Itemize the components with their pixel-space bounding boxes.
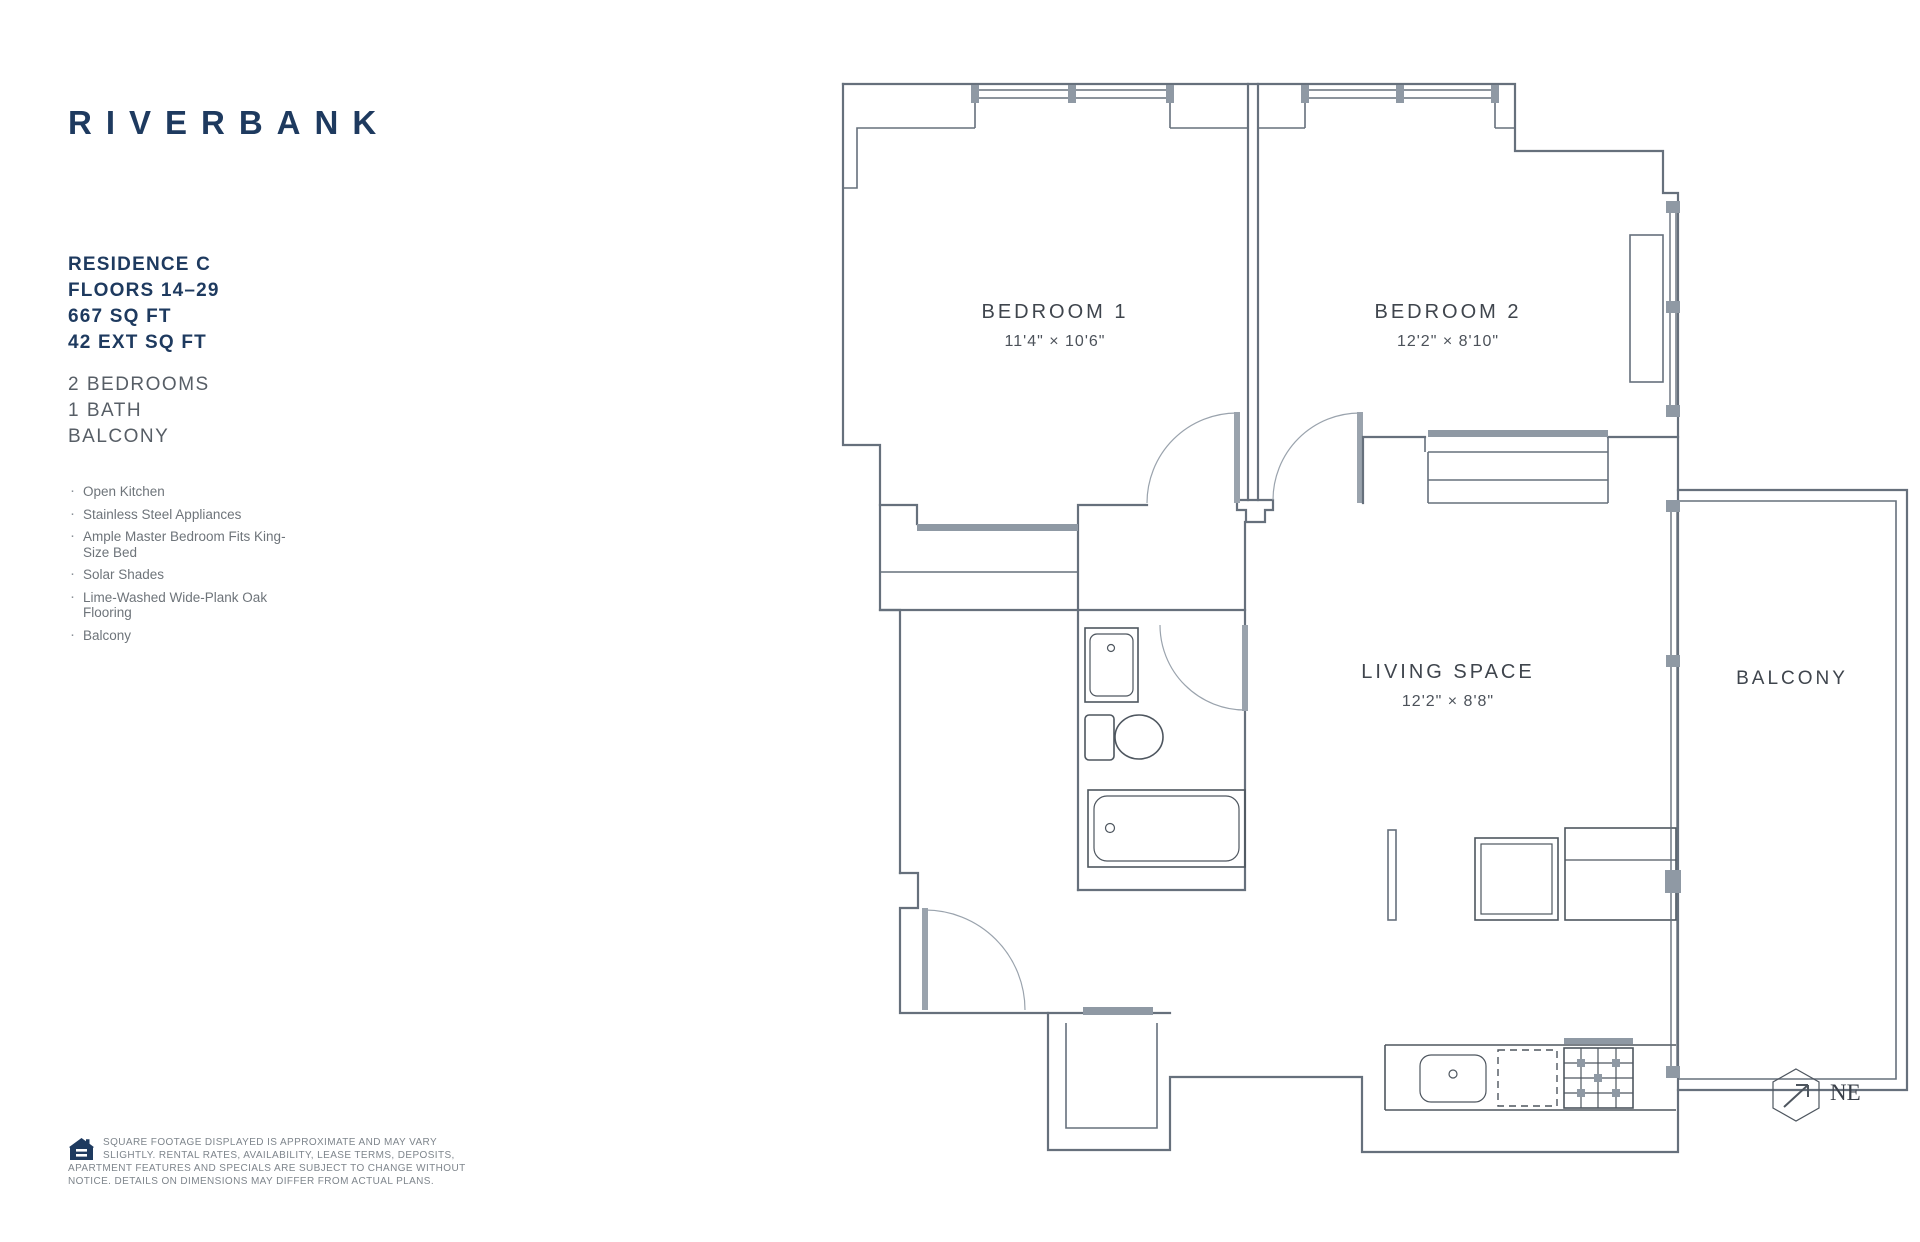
residence-name: RESIDENCE C [68,254,212,275]
exterior-walls [841,82,1680,1154]
compass: NE [1772,1068,1861,1122]
feature-item: Stainless Steel Appliances [68,506,293,523]
feature-list: Open Kitchen Stainless Steel Appliances … [68,483,293,650]
disclaimer-text: SQUARE FOOTAGE DISPLAYED IS APPROXIMATE … [68,1137,466,1187]
residence-area: 667 SQ FT [68,306,172,327]
bedroom1-closet [878,503,1247,892]
unit-bath: 1 BATH [68,400,143,421]
feature-item: Open Kitchen [68,483,293,500]
floor-plan: BEDROOM 1 11'4" × 10'6" BEDROOM 2 12'2" … [841,82,1909,1154]
feature-item: Balcony [68,627,293,644]
equal-housing-icon [69,1138,94,1160]
feature-item: Ample Master Bedroom Fits King-Size Bed [68,528,293,560]
residence-summary: RESIDENCE C FLOORS 14–29 667 SQ FT 42 EX… [68,252,220,356]
entry-closet [1046,1007,1172,1129]
room-labels: BEDROOM 1 11'4" × 10'6" BEDROOM 2 12'2" … [981,301,1848,710]
refrigerator-icon [1474,837,1559,921]
compass-ne-icon [1772,1068,1820,1122]
feature-item: Solar Shades [68,566,293,583]
bedroom2-label: BEDROOM 2 [1374,301,1521,323]
kitchen-counter-upper [1564,827,1677,921]
bedroom2-dims: 12'2" × 8'10" [1397,333,1499,350]
living-space-dims: 12'2" × 8'8" [1402,693,1494,710]
toilet [1084,714,1164,761]
compass-label: NE [1830,1080,1861,1105]
kitchen [1384,827,1677,1111]
bedroom2-door [1272,412,1363,503]
balcony-label: BALCONY [1736,668,1848,689]
bedroom2-closet [1361,234,1680,505]
entry-door [922,908,1026,1011]
unit-bedrooms: 2 BEDROOMS [68,374,210,395]
range-icon [1563,1038,1634,1109]
disclaimer: SQUARE FOOTAGE DISPLAYED IS APPROXIMATE … [68,1136,488,1188]
balcony-structure [1676,488,1909,1092]
brand-logo: RIVERBANK [68,104,391,141]
bedroom1-window [971,84,1248,129]
bedroom-divider-wall [1235,82,1275,524]
bedroom1-door [1146,412,1240,504]
bedroom2-window [1258,84,1515,129]
balcony-glass-wall [1665,500,1681,1078]
living-space-label: LIVING SPACE [1361,661,1534,683]
bathroom-vanity-sink [1084,627,1139,703]
bedroom1-label: BEDROOM 1 [981,301,1128,323]
feature-item: Lime-Washed Wide-Plank Oak Flooring [68,589,293,621]
kitchen-counter [1384,1044,1676,1111]
bathtub [1087,789,1246,868]
residence-ext-area: 42 EXT SQ FT [68,332,207,353]
bedroom1-dims: 11'4" × 10'6" [1005,333,1106,350]
dishwasher-icon [1497,1049,1558,1107]
bedroom2-side-window [1666,201,1680,417]
kitchen-sink-icon [1419,1054,1487,1103]
unit-layout-summary: 2 BEDROOMS 1 BATH BALCONY [68,372,210,450]
residence-floors: FLOORS 14–29 [68,280,220,301]
unit-balcony: BALCONY [68,426,170,447]
bathroom-door [1159,624,1248,711]
